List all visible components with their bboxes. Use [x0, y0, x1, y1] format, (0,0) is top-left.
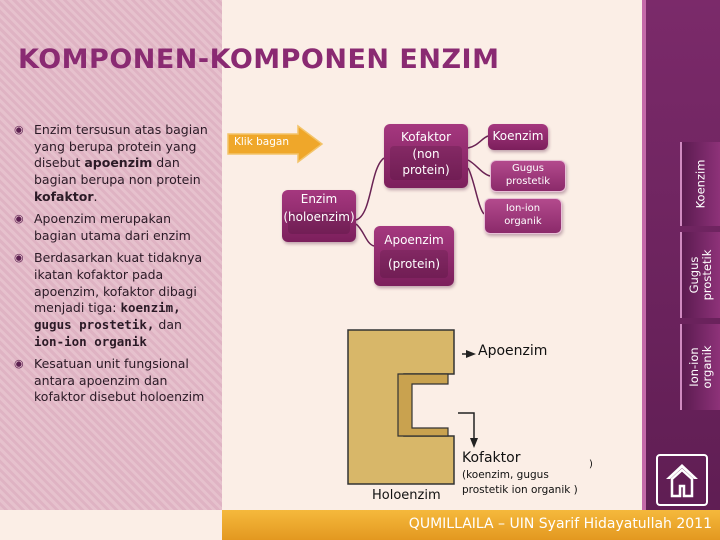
node-kofaktor[interactable]: Kofaktor (non protein) — [384, 124, 468, 188]
node-apoenzim-label: Apoenzim — [384, 233, 444, 247]
tab-ion-organik[interactable]: Ion-ion organik — [680, 324, 720, 410]
tab-koenzim[interactable]: Koenzim — [680, 142, 720, 226]
left-panel — [0, 0, 222, 510]
bullet-item: ◉ Berdasarkan kuat tidaknya ikatan kofakt… — [14, 250, 214, 350]
tab-gugus-label: Gugus prostetik — [686, 249, 714, 301]
bullet-text: Berdasarkan kuat tidaknya ikatan kofakto… — [34, 250, 203, 316]
arrow-right-icon — [227, 124, 324, 164]
connector-enzim-kofaktor — [355, 157, 385, 221]
bullet-text: dan — [154, 316, 182, 332]
bullet-marker-icon: ◉ — [14, 123, 24, 136]
node-koenzim[interactable]: Koenzim — [488, 124, 548, 150]
node-apoenzim-sub: (protein) — [387, 257, 441, 271]
bullet-text: kofaktor — [34, 188, 94, 204]
node-enzim-label: Enzim — [300, 192, 338, 206]
home-icon — [666, 464, 698, 498]
bullet-item: ◉ Kesatuan unit fungsional antara apoenzi… — [14, 356, 214, 406]
bullet-marker-icon: ◉ — [14, 357, 24, 371]
bullet-text: ion-ion organik — [34, 333, 147, 349]
kofaktor-shape — [397, 373, 449, 437]
node-ion-organik[interactable]: Ion-ion organik — [484, 198, 562, 234]
bullet-text: apoenzim — [84, 155, 153, 171]
holoenzim-label: Holoenzim — [372, 488, 441, 503]
node-enzim-sub: (holoenzim) — [283, 210, 355, 224]
node-ion-label: Ion-ion organik — [504, 203, 542, 227]
node-kofaktor-label: Kofaktor — [400, 130, 452, 144]
connector-kofaktor-gugus — [467, 159, 491, 177]
node-gugus-label: Gugus prostetik — [505, 163, 551, 187]
bullet-text: Enzim tersusun atas bagian yang berupa p… — [34, 122, 208, 171]
bullet-text: Apoenzim merupakan bagian utama dari enz… — [34, 211, 191, 243]
footer-credit: QUMILLAILA – UIN Syarif Hidayatullah 201… — [408, 516, 712, 532]
connector-enzim-apoenzim — [355, 223, 375, 247]
slide-title: KOMPONEN-KOMPONEN ENZIM — [18, 44, 500, 75]
connector-kofaktor-koenzim — [467, 135, 489, 149]
kofaktor-label: Kofaktor — [462, 450, 521, 466]
tab-koenzim-label: Koenzim — [693, 159, 708, 209]
bullet-list: ◉ Enzim tersusun atas bagian yang berupa … — [14, 122, 214, 412]
node-kofaktor-sub: (non protein) — [402, 147, 450, 178]
apoenzim-label: Apoenzim — [478, 343, 548, 359]
home-button[interactable] — [656, 454, 708, 506]
kofaktor-note: (koenzim, gugus prostetik ion organik ) — [462, 469, 578, 496]
tab-ion-label: Ion-ion organik — [686, 345, 714, 389]
bullet-text: . — [93, 188, 98, 204]
bullet-marker-icon: ◉ — [14, 212, 24, 226]
klik-bagan-label: Klik bagan — [234, 136, 289, 148]
bullet-item: ◉ Apoenzim merupakan bagian utama dari en… — [14, 211, 214, 244]
bullet-item: ◉ Enzim tersusun atas bagian yang berupa … — [14, 122, 214, 205]
bullet-text: dan bagian berupa non protein — [34, 155, 201, 187]
klik-bagan-button[interactable]: Klik bagan — [226, 124, 326, 164]
tab-gugus-prostetik[interactable]: Gugus prostetik — [680, 232, 720, 318]
footer-bar: QUMILLAILA – UIN Syarif Hidayatullah 201… — [222, 510, 720, 540]
node-koenzim-label: Koenzim — [492, 129, 544, 143]
stray-paren: ) — [589, 459, 593, 470]
bullet-marker-icon: ◉ — [14, 251, 24, 265]
node-apoenzim[interactable]: Apoenzim (protein) — [374, 226, 454, 286]
bullet-text: koenzim, gugus prostetik, — [34, 300, 181, 332]
bullet-text: Kesatuan unit fungsional antara apoenzim… — [34, 356, 205, 405]
node-gugus-prostetik[interactable]: Gugus prostetik — [490, 160, 566, 192]
node-enzim[interactable]: Enzim (holoenzim) — [282, 190, 356, 242]
connector-kofaktor-ion — [467, 167, 485, 215]
